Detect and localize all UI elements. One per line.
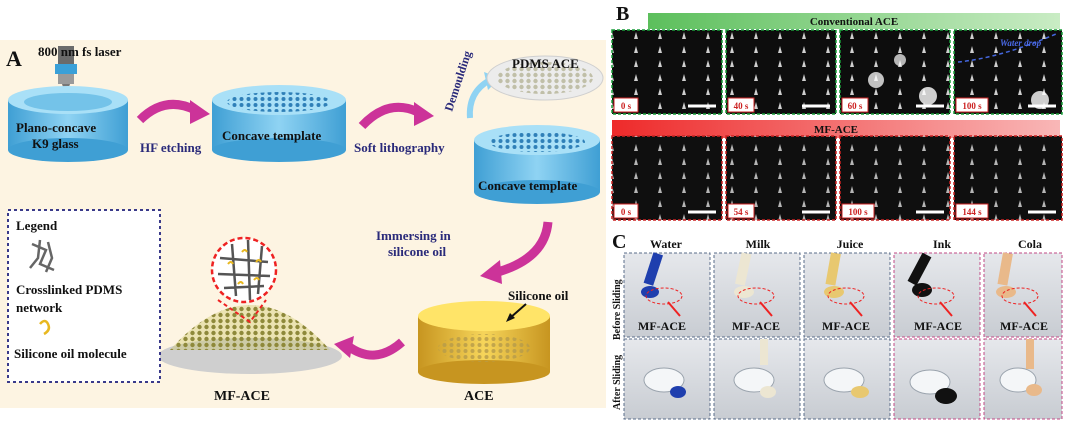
conv-time-2: 40 s [734,101,749,111]
arrow-to-mface [345,338,405,360]
before-sliding-drops [641,252,1039,305]
legend-title: Legend [16,218,58,233]
liquid-label-water: Water [650,237,683,251]
mface-label: MF-ACE [214,389,270,404]
liquid-label-juice: Juice [837,237,864,251]
arrow2-label: Soft lithography [354,140,445,155]
arrow-soft-lithography [358,102,420,130]
photo-before-ink [893,252,981,338]
silicone-oil-pointer [509,303,527,319]
liquid-label-milk: Milk [746,237,771,251]
mface-tag-ink: MF-ACE [914,319,962,333]
panel-b-letter: B [616,3,629,25]
immersing-line2: silicone oil [388,244,447,259]
photo-grid [623,252,1063,420]
legend-item2: Silicone oil molecule [14,346,127,361]
conv-time-labels: 0 s 40 s 60 s 100 s [613,97,989,113]
immersing-line1: Immersing in [376,228,452,243]
panel-a-letter: A [6,46,22,71]
conv-time-3: 60 s [848,101,863,111]
panel-c-letter: C [612,231,626,253]
mf-time-3: 100 s [848,207,868,217]
liquid-label-cola: Cola [1018,237,1042,251]
plano-concave-glass [8,86,128,162]
ace-in-silicone-oil [418,301,550,384]
mf-time-4: 144 s [962,207,982,217]
conv-time-1: 0 s [621,101,632,111]
step3-label: Concave template [478,178,578,193]
scale-bars [688,104,1056,214]
mface-pointer-arrows [667,301,1037,317]
conventional-row [611,29,1063,115]
arrow1-label: HF etching [140,140,202,155]
mf-frame-3 [839,135,951,221]
concave-template-2 [474,125,600,204]
photo-before-milk [713,252,801,338]
concave-template-1 [212,85,346,162]
legend-item1-line1: Crosslinked PDMS [16,282,122,297]
mface-title: MF-ACE [814,124,858,136]
arrow-hf-etching [136,99,198,124]
photo-before-juice [803,252,891,338]
legend-item1-line2: network [16,300,63,315]
legend-box [7,209,161,383]
pdms-label: PDMS ACE [512,56,579,71]
photo-before-cola [983,252,1063,338]
step2-label: Concave template [222,128,322,143]
photo-before-water [623,252,711,338]
mface-tag-juice: MF-ACE [822,319,870,333]
mface-tag-water: MF-ACE [638,319,686,333]
zoom-callout [210,236,278,324]
pdms-network-icon [29,239,55,273]
row-label-after: After Sliding [612,355,623,410]
laser-label: 800 nm fs laser [38,44,122,59]
water-drop-line [957,33,1057,63]
conventional-title: Conventional ACE [810,16,898,28]
panel-c: C Water Milk Juice Ink Cola Before Slidi… [612,231,1063,420]
mface-tag-cola: MF-ACE [1000,319,1048,333]
ace-label: ACE [464,389,494,404]
panel-a: A 800 nm fs laser Plano-concave K9 glass… [0,40,606,408]
oil-molecule-icon [39,319,51,336]
silicone-oil-label: Silicone oil [508,288,569,303]
conv-time-4: 100 s [962,101,982,111]
mface-bar [612,120,1060,138]
step1-label-line1: Plano-concave [16,120,96,135]
mface-tag-milk: MF-ACE [732,319,780,333]
row-label-before: Before Sliding [612,279,623,340]
conventional-bar [648,13,1060,29]
step1-label-line2: K9 glass [32,136,79,151]
after-sliding-drops [643,339,1042,404]
mface-dome [158,305,342,374]
mf-time-1: 0 s [621,207,632,217]
mf-time-2: 54 s [734,207,749,217]
water-drop-label: Water drop [1000,38,1042,48]
mface-time-labels: 0 s 54 s 100 s 144 s [613,203,989,219]
panel-b: B Conventional ACE Water drop MF-ACE 0 s [611,3,1063,221]
liquid-label-ink: Ink [933,237,951,251]
arrow-immersing [496,221,553,277]
mface-row [611,135,1063,221]
